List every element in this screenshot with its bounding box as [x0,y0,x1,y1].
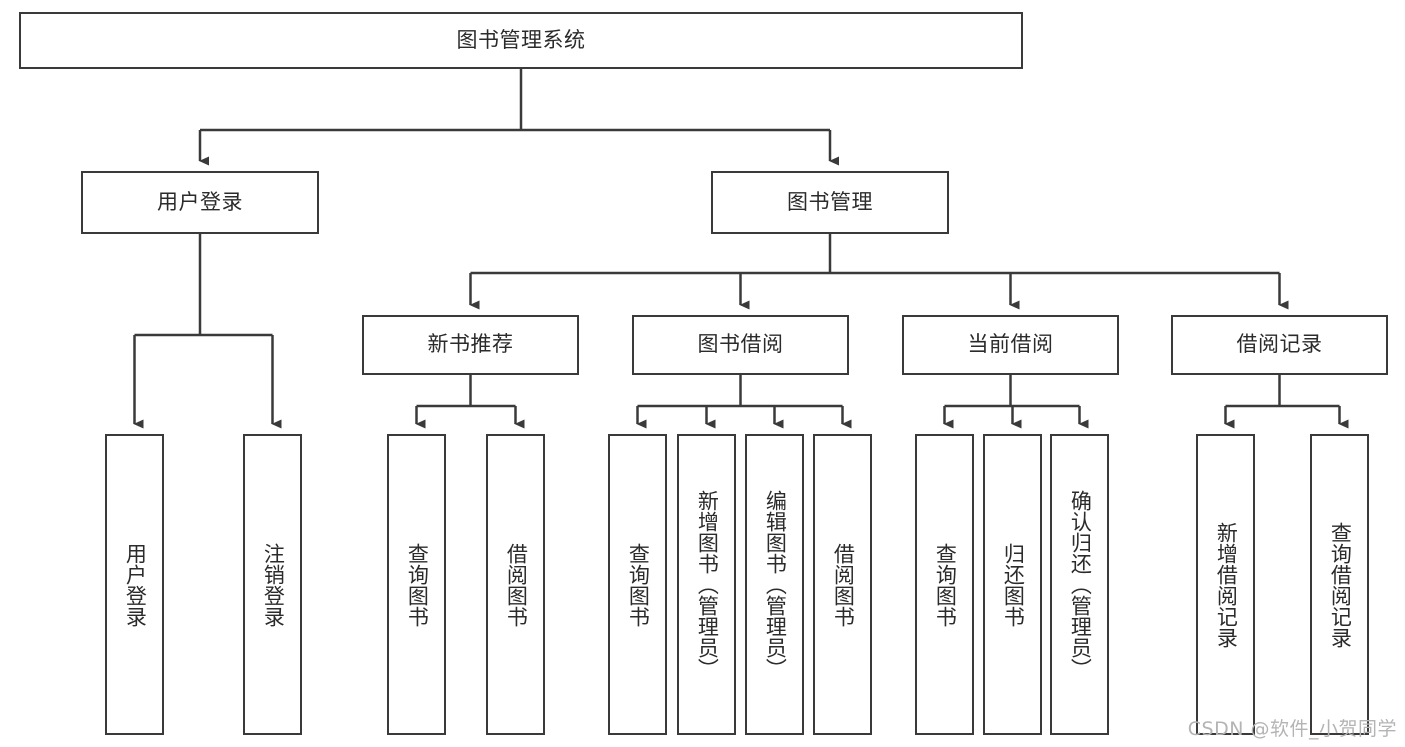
watermark-text: CSDN @软件_小贺同学 [1187,718,1397,740]
node-leaf4[interactable]: 借阅图书 [486,434,545,735]
node-current[interactable]: 当前借阅 [902,315,1119,375]
node-leaf6[interactable]: 新增图书（管理员） [677,434,736,735]
node-label: 图书借阅 [697,332,784,357]
node-leaf11[interactable]: 确认归还（管理员） [1050,434,1109,735]
node-bookmgmt[interactable]: 图书管理 [711,171,949,234]
node-label: 当前借阅 [967,332,1054,357]
node-label: 注销登录 [261,542,286,627]
node-label: 用户登录 [157,189,243,214]
node-label: 归还图书 [1001,542,1026,627]
node-label: 图书管理 [787,189,873,214]
node-newbook[interactable]: 新书推荐 [362,315,579,375]
node-label: 借阅图书 [831,542,856,627]
node-label: 编辑图书（管理员） [763,490,788,679]
node-leaf8[interactable]: 借阅图书 [813,434,872,735]
node-leaf13[interactable]: 查询借阅记录 [1310,434,1369,735]
node-label: 查询图书 [933,542,958,627]
node-label: 新增借阅记录 [1214,521,1239,648]
node-leaf9[interactable]: 查询图书 [915,434,974,735]
node-root[interactable]: 图书管理系统 [19,12,1023,69]
node-login[interactable]: 用户登录 [81,171,319,234]
node-leaf7[interactable]: 编辑图书（管理员） [745,434,804,735]
node-records[interactable]: 借阅记录 [1171,315,1388,375]
node-label: 查询图书 [405,542,430,627]
node-leaf1[interactable]: 用户登录 [105,434,164,735]
node-label: 查询借阅记录 [1328,521,1353,648]
node-label: 查询图书 [626,542,651,627]
node-label: 用户登录 [123,542,148,627]
node-label: 借阅图书 [504,542,529,627]
node-leaf2[interactable]: 注销登录 [243,434,302,735]
node-label: 借阅记录 [1236,332,1323,357]
node-leaf5[interactable]: 查询图书 [608,434,667,735]
node-borrow[interactable]: 图书借阅 [632,315,849,375]
node-label: 新书推荐 [427,332,514,357]
node-leaf12[interactable]: 新增借阅记录 [1196,434,1255,735]
node-label: 确认归还（管理员） [1068,490,1093,679]
node-leaf3[interactable]: 查询图书 [387,434,446,735]
node-label: 新增图书（管理员） [695,490,720,679]
node-leaf10[interactable]: 归还图书 [983,434,1042,735]
node-label: 图书管理系统 [456,27,586,52]
